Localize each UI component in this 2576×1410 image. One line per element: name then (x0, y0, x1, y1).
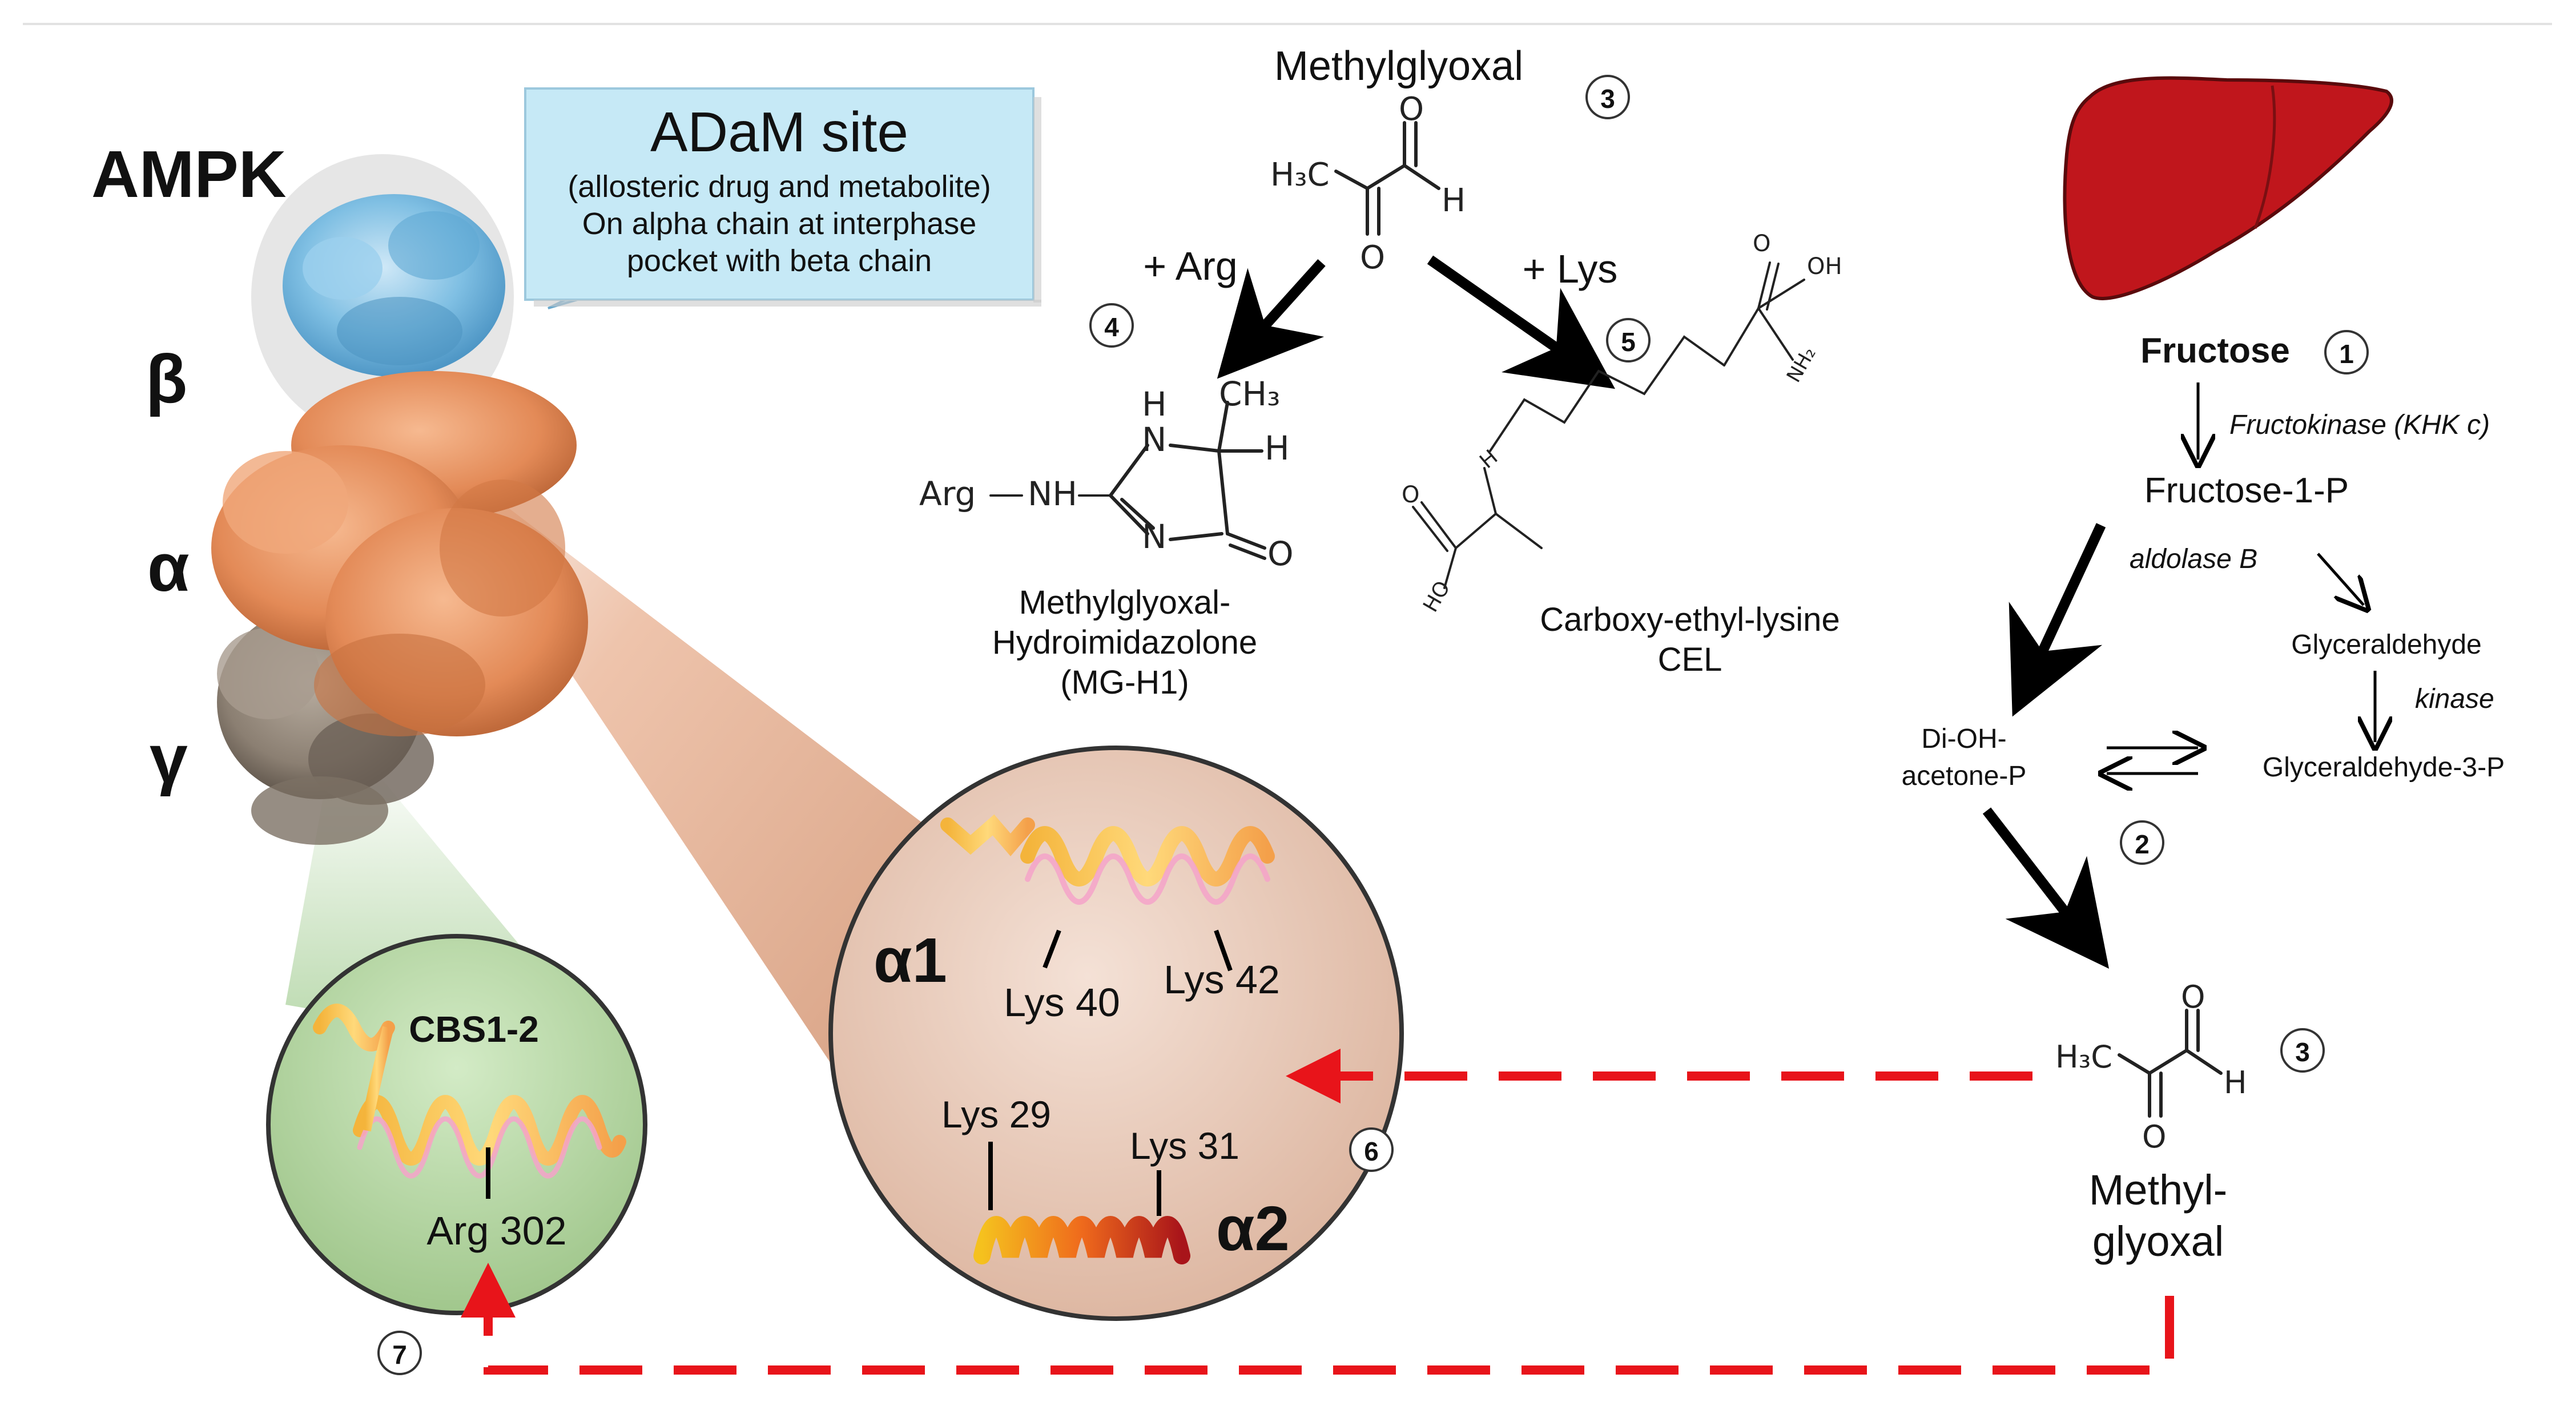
lys40-label: Lys 40 (1004, 980, 1120, 1025)
methylglyoxal-formation-arrow (1982, 807, 2110, 969)
adam-site-callout: ADaM site (allosteric drug and metabolit… (524, 87, 1041, 309)
kinase-label: kinase (2415, 684, 2494, 714)
gamma-label: γ (150, 720, 188, 797)
lys31-label: Lys 31 (1130, 1125, 1239, 1167)
alpha2-label: α2 (1216, 1194, 1290, 1264)
methylglyoxal-top-name: Methylglyoxal (1274, 43, 1523, 89)
cel-oh-top: OH (1807, 253, 1842, 280)
cbs12-label: CBS1-2 (409, 1009, 539, 1050)
adam-line2: On alpha chain at interphase (582, 207, 976, 241)
cel-o-lower: O (1402, 482, 1419, 508)
cel-o-top: O (1753, 231, 1770, 257)
ampk-protein-structure (211, 154, 588, 845)
lys42-label: Lys 42 (1164, 957, 1280, 1002)
svg-text:4: 4 (1104, 312, 1119, 342)
cel-name-line1: Carboxy-ethyl-lysine (1540, 601, 1840, 638)
svg-text:1: 1 (2339, 339, 2354, 369)
glyceraldehyde-arrow (2317, 553, 2364, 605)
aldolase-big-arrow (2009, 523, 2106, 717)
mgh1-n-upper: N (1142, 420, 1166, 459)
ampk-title: AMPK (91, 137, 287, 211)
dhap-label-line1: Di-OH- (1921, 724, 2006, 754)
mgh1-arg: Arg (919, 474, 976, 513)
mgh1-structure: Arg NH N H N O CH₃ H (919, 374, 1294, 573)
adam-title: ADaM site (650, 100, 908, 163)
aldolase-label: aldolase B (2130, 544, 2257, 574)
glyceraldehyde-label: Glyceraldehyde (2291, 630, 2482, 660)
svg-text:7: 7 (392, 1340, 407, 1369)
step-badge-4: 4 (1089, 303, 1134, 348)
alpha-subunit-surface (211, 371, 588, 736)
svg-text:3: 3 (1600, 84, 1615, 114)
arg302-label: Arg 302 (426, 1208, 566, 1253)
methylglyoxal-bottom-line1: Methyl- (2089, 1166, 2228, 1214)
step-badge-1: 1 (2324, 330, 2369, 374)
fructose-label: Fructose (2140, 331, 2290, 370)
step-badge-7: 7 (377, 1331, 422, 1375)
lys40-pointer (1043, 929, 1061, 969)
cel-nh2: NH₂ (1782, 343, 1821, 386)
alpha1-label: α1 (874, 925, 947, 996)
mg-bottom-h: H (2224, 1065, 2247, 1101)
svg-text:5: 5 (1621, 327, 1636, 357)
svg-text:3: 3 (2295, 1037, 2310, 1067)
dhap-label-line2: acetone-P (1902, 761, 2027, 791)
adam-line1: (allosteric drug and metabolite) (567, 170, 991, 204)
cel-structure: O OH NH₂ H O HO (1402, 231, 1842, 616)
cel-name-line2: CEL (1658, 641, 1722, 678)
adam-box (524, 87, 1035, 301)
mg-bottom-o-upper: O (2181, 979, 2205, 1015)
mgh1-name-line1: Methylglyoxal- (1019, 584, 1231, 621)
mg-bottom-o-lower: O (2142, 1119, 2167, 1155)
svg-text:6: 6 (1364, 1137, 1379, 1166)
step-badge-6: 6 (1349, 1127, 1394, 1172)
step-badge-3-bottom: 3 (2280, 1028, 2325, 1073)
alpha1-helix (940, 814, 1275, 905)
mgh1-h: H (1265, 429, 1290, 468)
mg-to-gamma-dashed-arrow (461, 1263, 2174, 1375)
cbs12-helix (313, 1004, 626, 1179)
lys42-pointer (1214, 929, 1233, 972)
mg-top-o-upper: O (1399, 91, 1424, 128)
g3p-label: Glyceraldehyde-3-P (2263, 752, 2505, 783)
mgh1-h-upper: H (1142, 385, 1167, 424)
svg-text:2: 2 (2135, 829, 2150, 859)
liver-icon (2063, 76, 2393, 300)
methylglyoxal-bottom-line2: glyoxal (2092, 1218, 2224, 1265)
alpha-zoom-circle: α1 Lys 40 Lys 42 Lys 29 Lys 31 α2 (828, 746, 1404, 1321)
mg-bottom-h3c: H₃C (2055, 1039, 2112, 1075)
alpha-label: α (147, 529, 190, 606)
mg-top-o-lower: O (1360, 239, 1385, 276)
mgh1-o: O (1267, 534, 1294, 573)
mgh1-name-line2: Hydroimidazolone (992, 624, 1257, 661)
step-badge-5: 5 (1606, 318, 1651, 362)
methylglyoxal-bottom-structure: H₃C O O H (2055, 979, 2247, 1155)
arg-reaction-arrow (1217, 259, 1326, 379)
methylglyoxal-top-structure: H₃C O O H (1270, 91, 1466, 276)
gamma-zoom-circle: CBS1-2 Arg 302 (266, 934, 647, 1315)
step-badge-2: 2 (2120, 820, 2164, 865)
beta-subunit-surface (283, 194, 505, 377)
mg-top-h: H (1442, 182, 1466, 219)
arg-arrow-label: + Arg (1143, 244, 1237, 288)
cel-n-h: H (1475, 445, 1502, 473)
fructokinase-label: Fructokinase (KHK c) (2229, 410, 2490, 440)
lys-arrow-label: + Lys (1523, 247, 1618, 291)
alpha2-helix (973, 1216, 1190, 1264)
mg-top-h3c: H₃C (1270, 156, 1330, 194)
mgh1-n-lower: N (1142, 517, 1166, 556)
mgh1-name-line3: (MG-H1) (1060, 664, 1189, 701)
mgh1-nh: NH (1028, 474, 1077, 513)
lys29-label: Lys 29 (941, 1093, 1051, 1135)
mgh1-ch3: CH₃ (1219, 374, 1280, 413)
beta-label: β (146, 341, 187, 417)
cel-ho: HO (1419, 577, 1455, 616)
lys-reaction-arrow (1427, 255, 1616, 389)
adam-line3: pocket with beta chain (627, 244, 932, 278)
step-badge-3-top: 3 (1585, 75, 1630, 119)
fructose-1-p-label: Fructose-1-P (2144, 471, 2349, 510)
